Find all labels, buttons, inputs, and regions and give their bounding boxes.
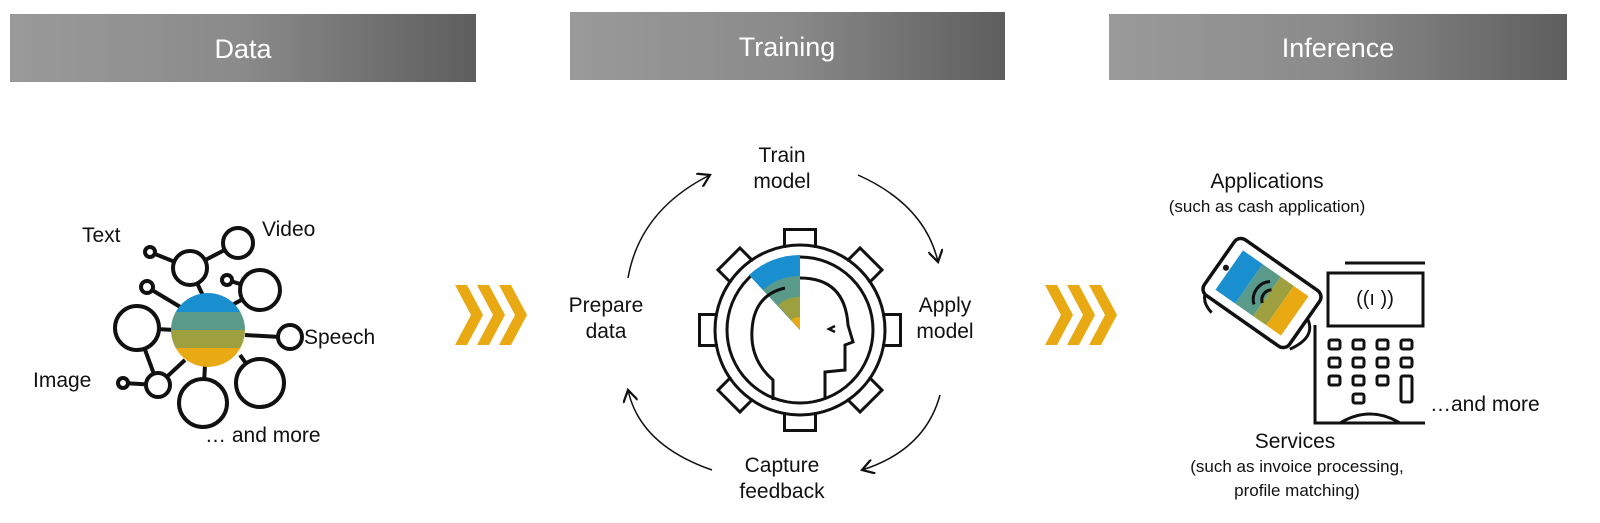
header-training: Training <box>570 12 1005 80</box>
label-prepare: Prepare <box>569 294 644 317</box>
label-feedback: feedback <box>739 480 825 503</box>
payment-terminal-icon: ((ı )) <box>1313 261 1425 425</box>
colored-hub <box>171 293 245 367</box>
cycle-arrows <box>628 175 940 470</box>
label-apply: Apply <box>919 294 972 317</box>
label-text: Text <box>82 224 121 247</box>
label-speech: Speech <box>304 326 375 349</box>
label-inference-more: …and more <box>1430 393 1540 416</box>
label-data: data <box>586 320 627 343</box>
label-image: Image <box>33 369 91 392</box>
header-inference-label: Inference <box>1282 33 1395 63</box>
header-data-label: Data <box>214 34 272 64</box>
label-services-sub-2: profile matching) <box>1234 481 1360 500</box>
phone-icon <box>1201 236 1323 351</box>
label-services-sub-1: (such as invoice processing, <box>1190 457 1404 476</box>
header-data: Data <box>10 14 476 82</box>
label-applications: Applications <box>1210 170 1323 193</box>
label-model: model <box>753 170 810 193</box>
header-training-label: Training <box>739 32 836 62</box>
label-apply-model: model <box>916 320 973 343</box>
label-services: Services <box>1255 430 1336 453</box>
label-video: Video <box>262 218 315 241</box>
data-network-icon <box>113 226 304 429</box>
label-train: Train <box>758 144 805 167</box>
header-inference: Inference <box>1109 14 1567 80</box>
svg-text:((ı )): ((ı )) <box>1356 288 1394 310</box>
label-and-more: … and more <box>205 424 321 447</box>
label-applications-sub: (such as cash application) <box>1169 197 1366 216</box>
label-capture: Capture <box>745 454 820 477</box>
gear-head-icon <box>698 228 902 432</box>
chevron-arrows-icon <box>455 285 527 345</box>
chevron-arrows-icon <box>1045 285 1117 345</box>
